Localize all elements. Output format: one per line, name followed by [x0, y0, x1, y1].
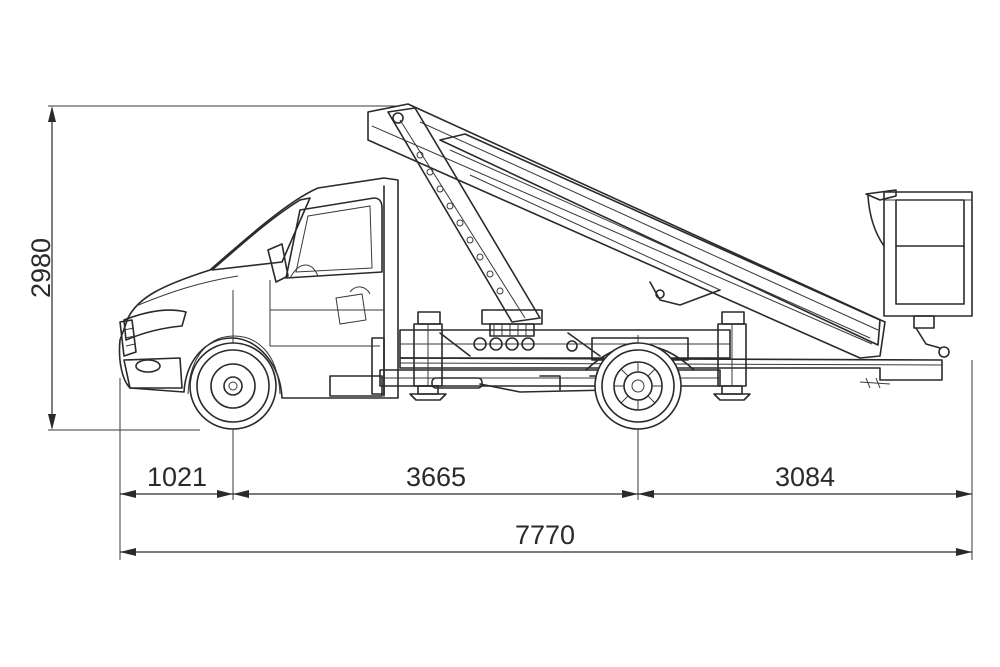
height-label: 2980 — [26, 238, 56, 298]
wheelbase-label: 3665 — [406, 462, 466, 492]
dimension-lines — [48, 105, 973, 560]
rear-light-bar — [859, 377, 891, 389]
total-length-label: 7770 — [515, 520, 575, 550]
work-platform-basket — [865, 189, 973, 358]
front-outrigger — [409, 311, 447, 401]
rear-outrigger — [713, 311, 751, 401]
front-wheel — [189, 342, 277, 430]
telescopic-boom — [367, 103, 886, 359]
rear-wheel — [594, 342, 682, 430]
vehicle-cab — [118, 177, 399, 399]
rear-overhang-label: 3084 — [775, 462, 835, 492]
front-overhang-label: 1021 — [147, 462, 207, 492]
